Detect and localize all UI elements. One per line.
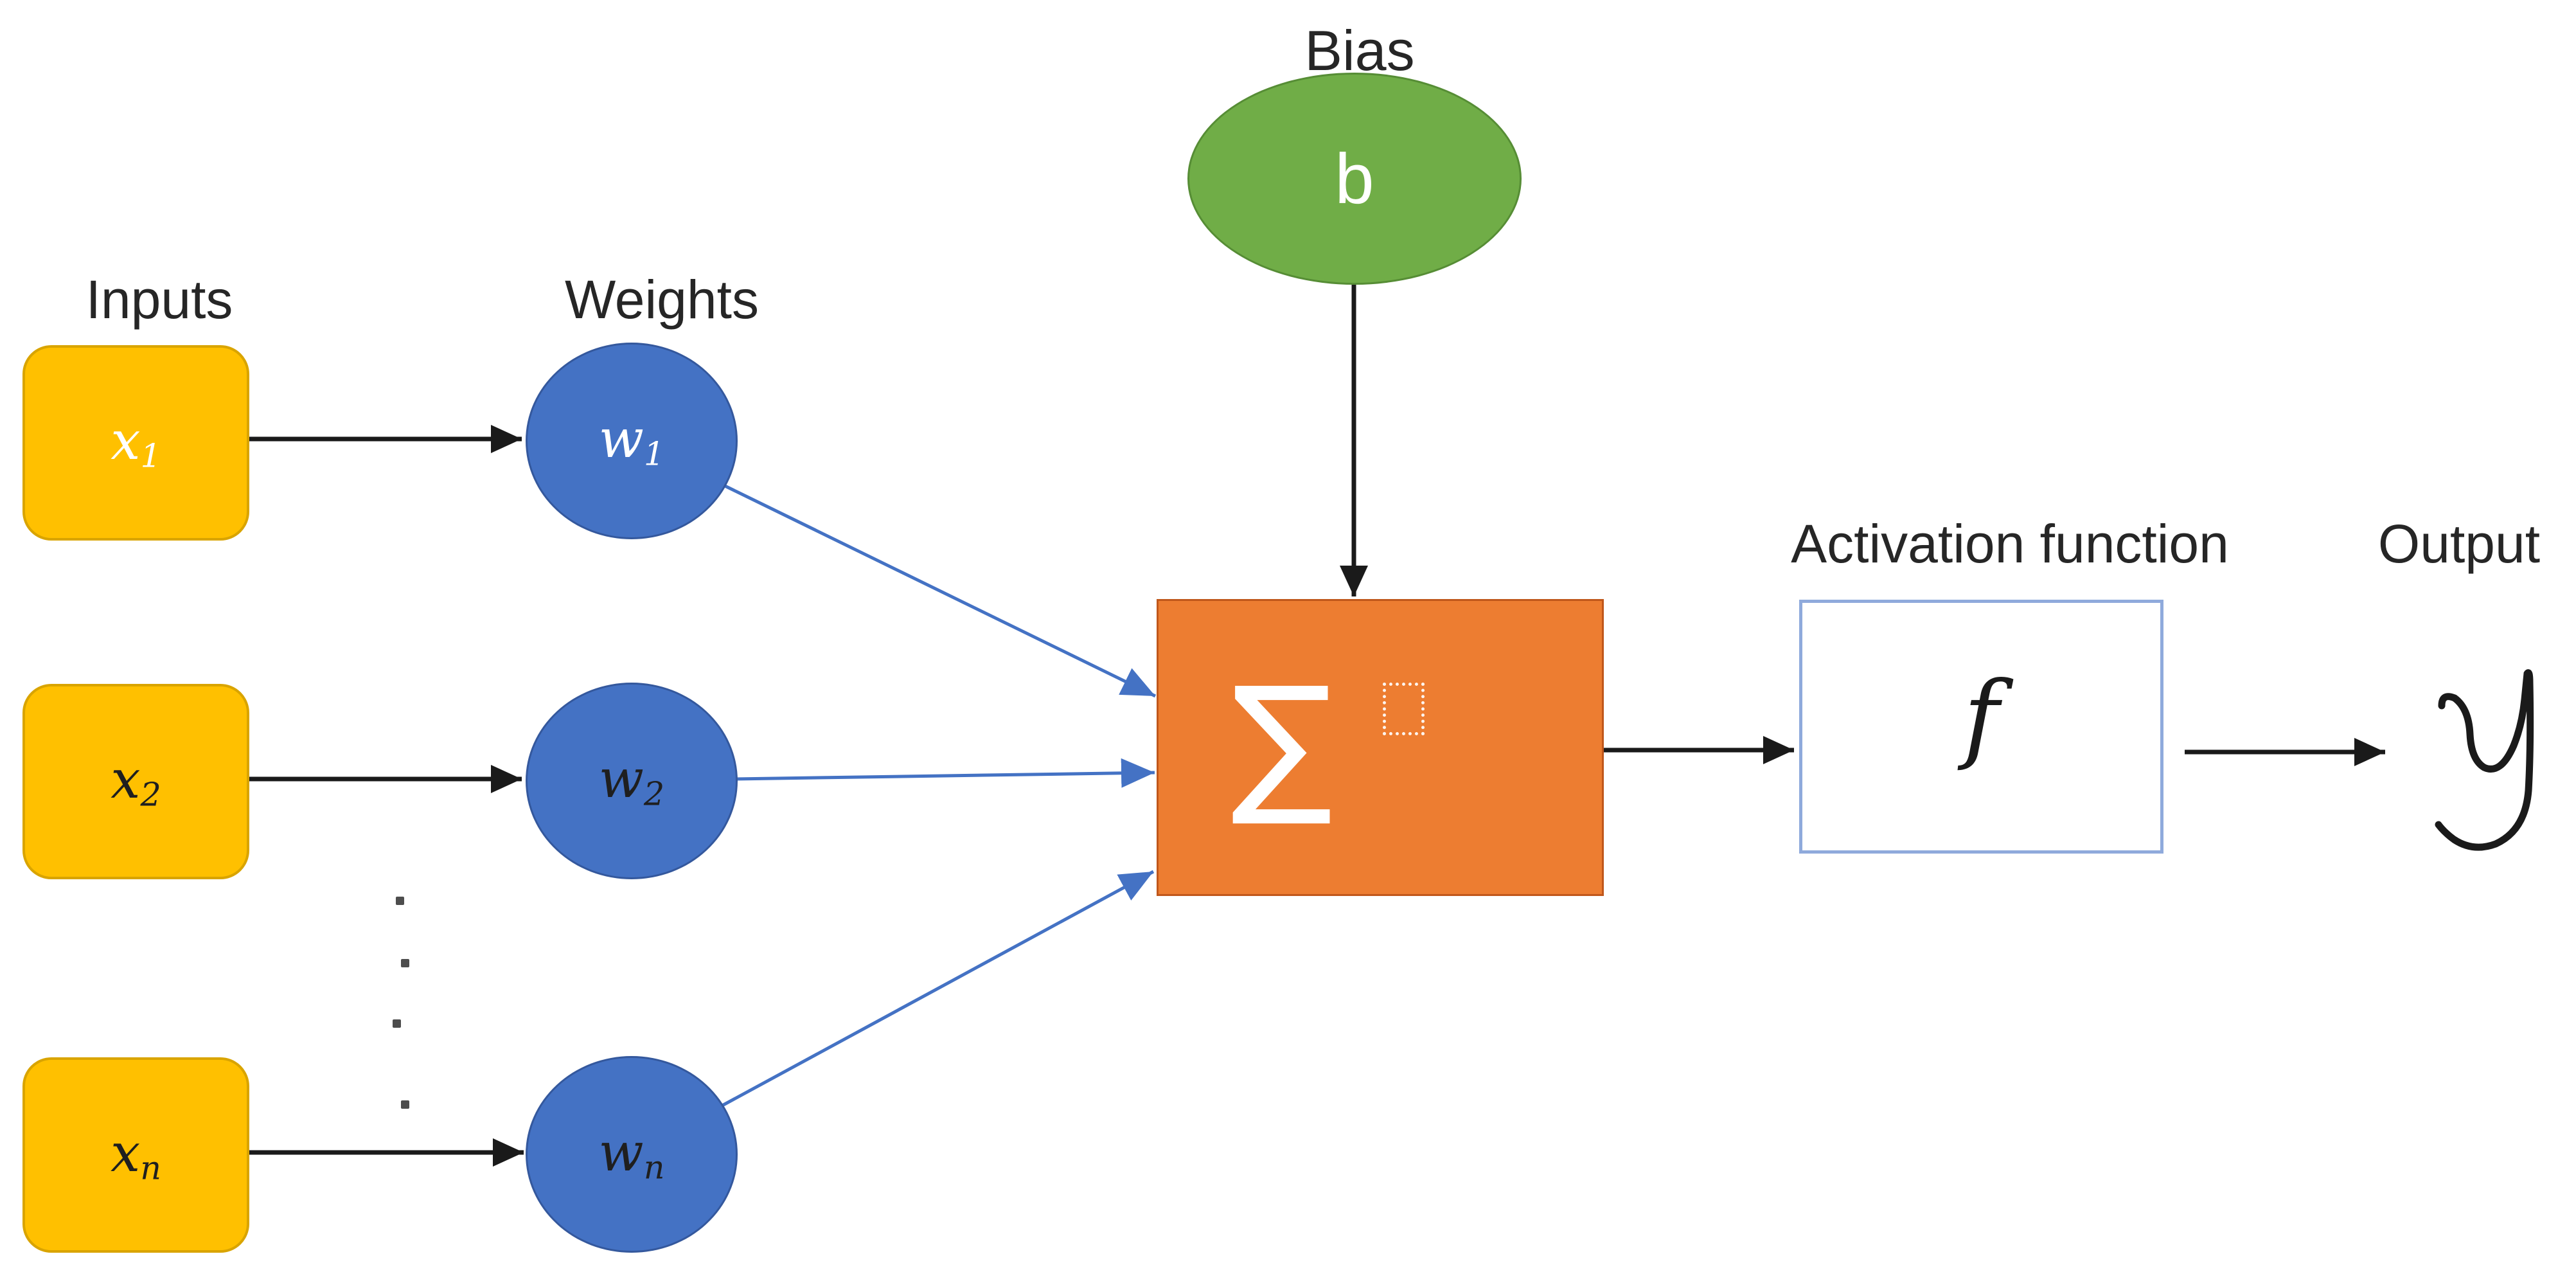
sigma-icon: ∑: [1230, 654, 1333, 830]
output-y-glyph: [2435, 669, 2534, 851]
weight-w1-label: w1: [598, 409, 665, 473]
arrow-w2-to-sum: [733, 758, 1155, 788]
activation-function-box: f: [1799, 600, 2163, 854]
weight-node-wn: wn: [526, 1056, 738, 1253]
arrow-wn-to-sum: [721, 870, 1155, 1107]
ellipsis-dot: [396, 897, 404, 905]
sum-box: [1157, 599, 1604, 896]
inputs-label: Inputs: [85, 269, 233, 330]
ellipsis-dot: [393, 1019, 401, 1028]
input-x2-label: x2: [111, 749, 161, 814]
bias-b-label: b: [1335, 139, 1374, 219]
ellipsis-dot: [401, 959, 409, 967]
weight-w2-label: w2: [598, 749, 665, 813]
equation-placeholder-box: [1383, 683, 1425, 735]
weight-wn-label: wn: [598, 1122, 665, 1187]
bias-label: Bias: [1304, 19, 1415, 82]
input-xn-label: xn: [111, 1123, 161, 1187]
arrow-w1-to-sum: [718, 481, 1157, 698]
input-x1-label: x1: [111, 411, 161, 475]
activation-function-label: Activation function: [1791, 514, 2229, 574]
weights-label: Weights: [565, 269, 759, 330]
input-node-xn: xn: [22, 1057, 249, 1253]
weight-node-w2: w2: [526, 683, 738, 879]
bias-node: b: [1187, 73, 1522, 285]
ellipsis-dot: [401, 1100, 409, 1109]
input-node-x1: x1: [22, 345, 249, 541]
output-label: Output: [2377, 514, 2541, 574]
weight-node-w1: w1: [526, 343, 738, 539]
input-node-x2: x2: [22, 684, 249, 879]
activation-f-label: f: [1963, 661, 2000, 773]
